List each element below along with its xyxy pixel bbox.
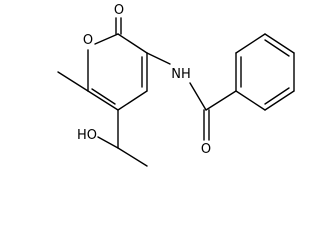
- bond-ph-6-1: [235, 90, 266, 111]
- bond-c5-c6-inner: [91, 88, 116, 105]
- atom-label-carbonyl-oxygen: O: [114, 3, 124, 18]
- bond-ch-o: [97, 136, 119, 149]
- atom-label-amide-oxygen: O: [201, 142, 211, 157]
- hydroxyethyl-group: [97, 109, 148, 167]
- bond-o1-c2: [94, 33, 119, 45]
- atom-labels: O O NH O HO: [77, 3, 211, 157]
- bond-c2-c3: [117, 33, 148, 54]
- bond-c-phenyl: [205, 90, 237, 111]
- structure-diagram: O O NH O HO: [57, 3, 295, 167]
- bond-methyl: [57, 71, 89, 92]
- bond-c4-c5: [117, 90, 148, 111]
- amide-linkage: [146, 52, 237, 141]
- bond-ph-3-4-inner: [264, 39, 290, 57]
- carbonyl-group: [115, 17, 122, 35]
- bond-ph-2-3: [235, 33, 266, 54]
- bond-ph-3-4: [264, 33, 295, 54]
- bond-c5-c6: [87, 90, 119, 111]
- bond-n-c: [189, 82, 207, 111]
- bond-c3-n: [146, 52, 171, 65]
- atom-label-amide-nitrogen: NH: [171, 67, 191, 82]
- bond-ph-5-6: [264, 90, 295, 111]
- phenyl-ring: [235, 33, 295, 111]
- atom-label-hydroxyl: HO: [77, 128, 97, 143]
- pyranone-ring: [87, 33, 148, 111]
- bond-ph-5-6-inner: [264, 87, 290, 105]
- atom-label-ring-oxygen: O: [83, 33, 93, 48]
- bond-ch-ch3: [117, 147, 148, 167]
